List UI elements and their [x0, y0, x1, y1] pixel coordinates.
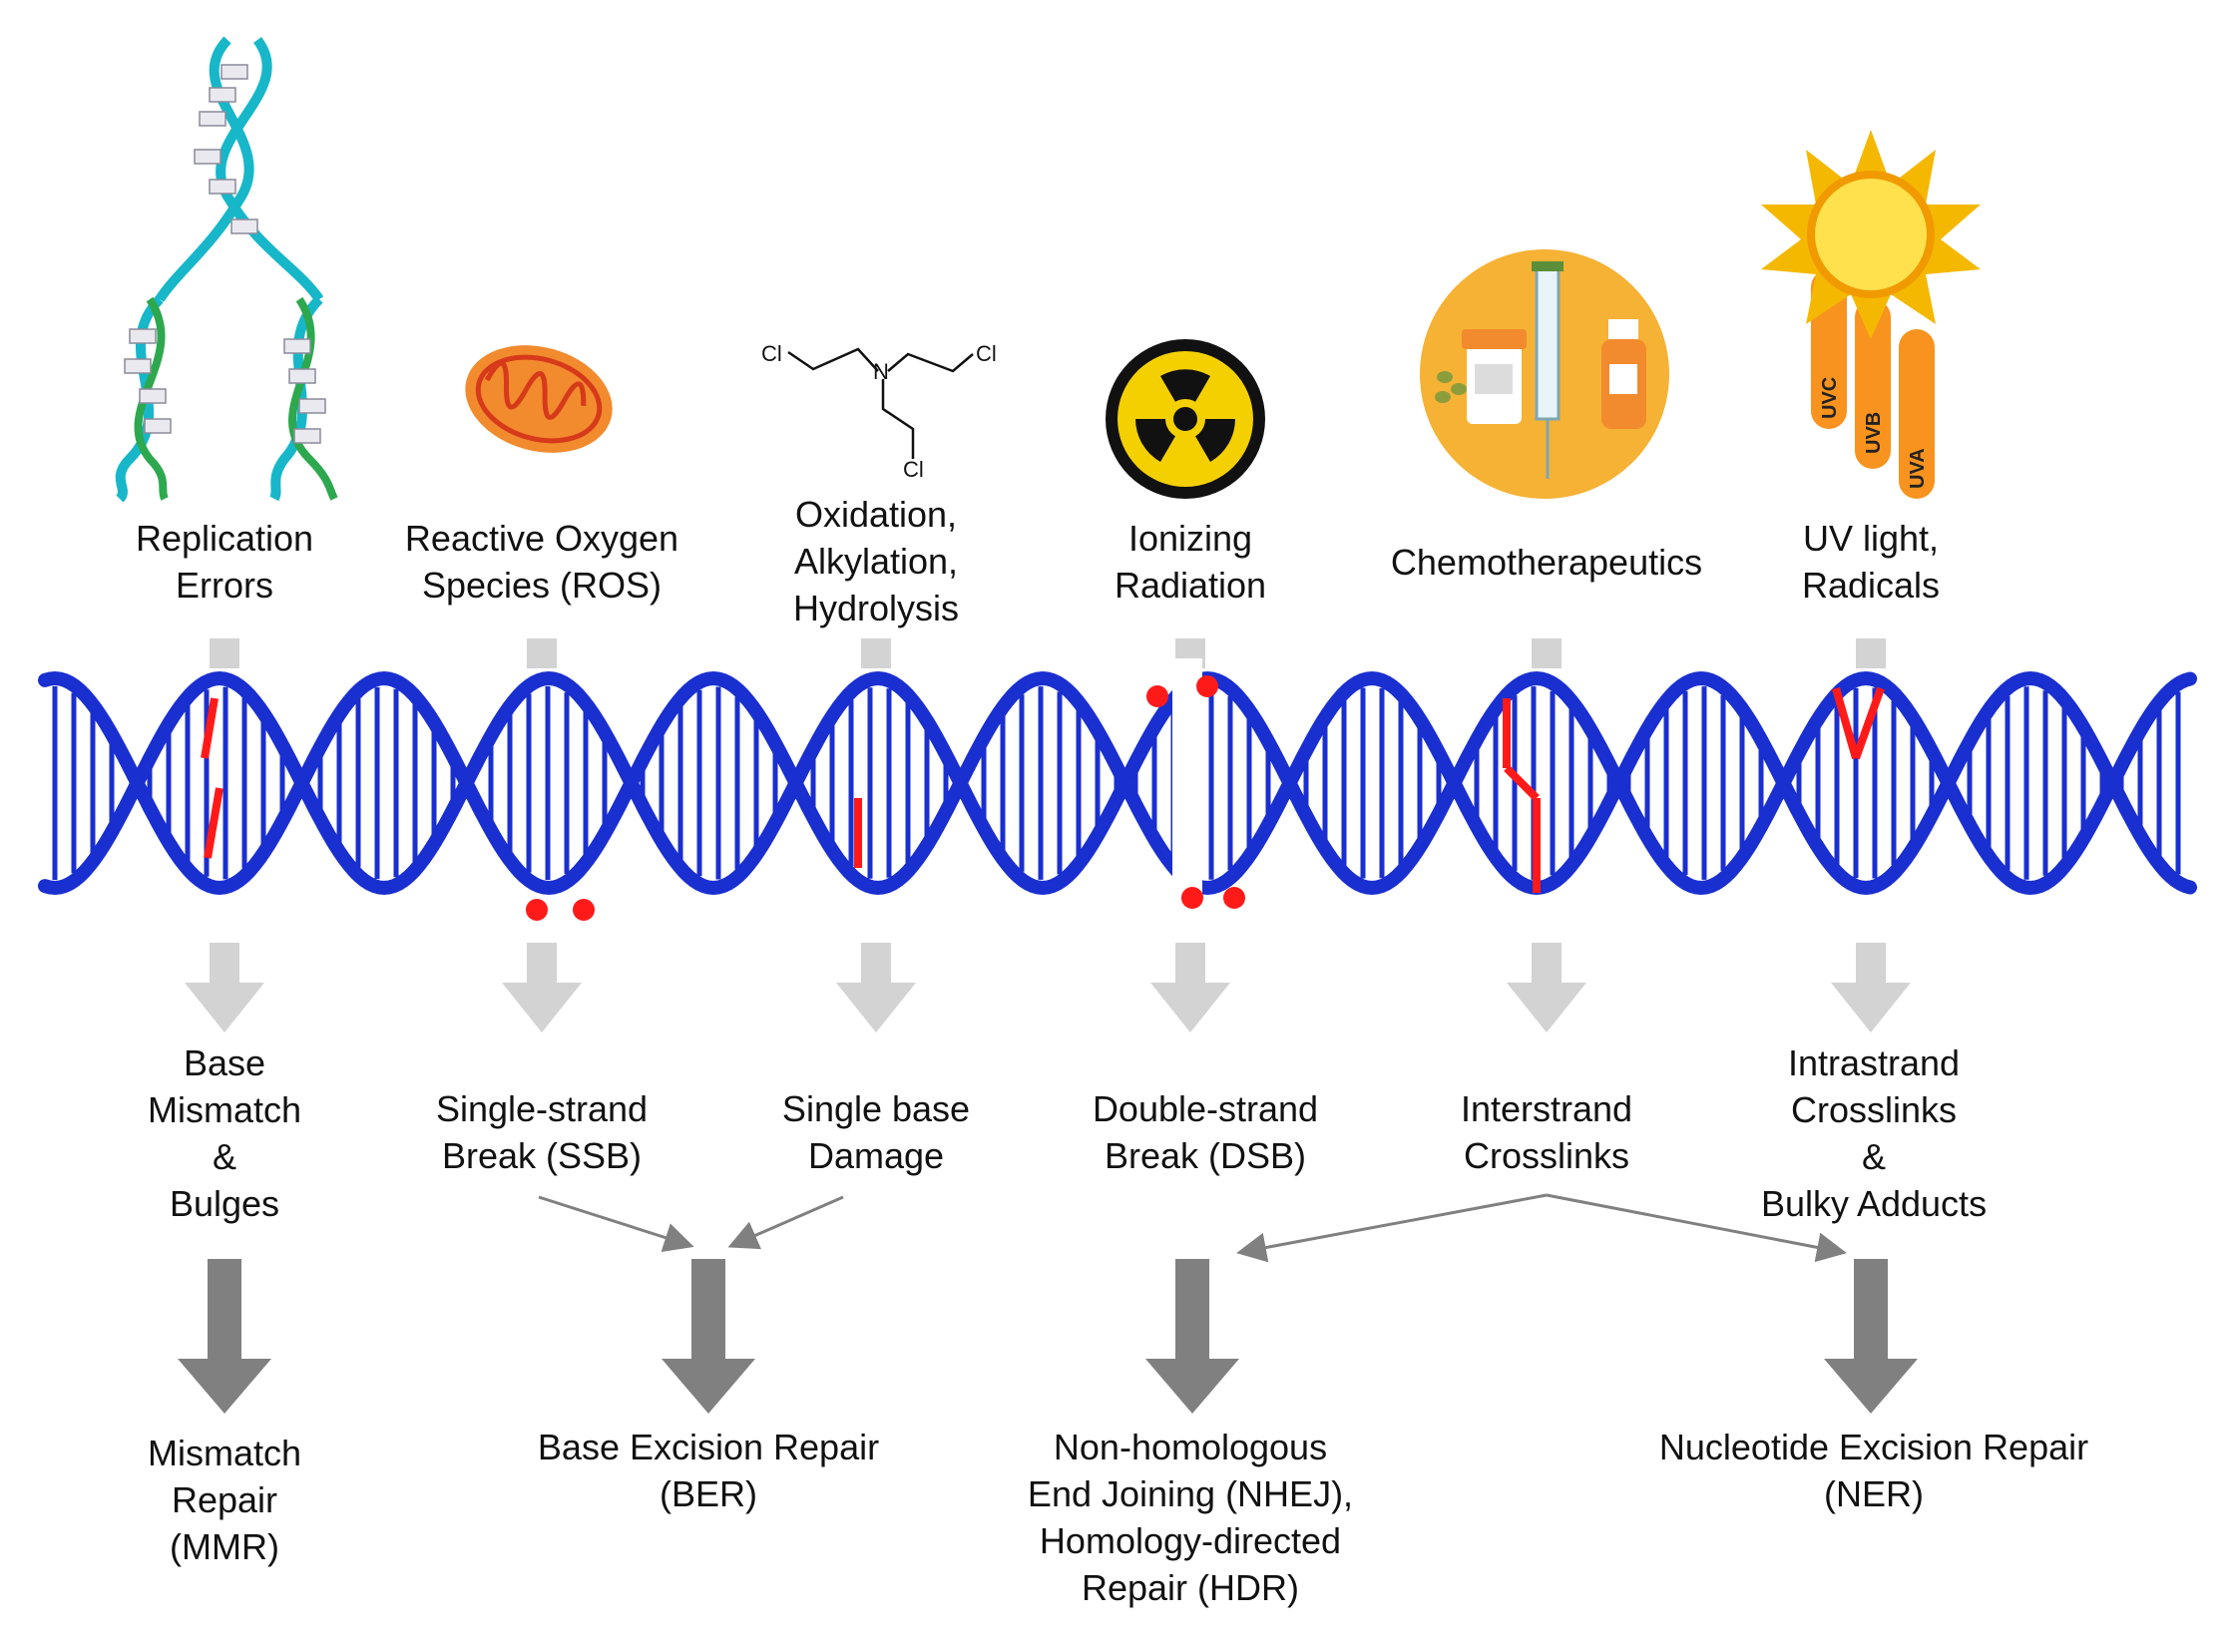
source-label-uv-radicals: UV light,Radicals [1801, 518, 1941, 606]
dsb-end-dot-2 [1196, 675, 1218, 697]
uvc-label: UVC [1819, 377, 1841, 419]
dark-arrows [178, 1259, 1918, 1414]
sun-uv-icon: UVC UVB UVA [1761, 130, 1981, 499]
source-label-oxidation: Oxidation,Alkylation,Hydrolysis [792, 494, 960, 628]
chlorine-label-3: Cl [903, 457, 924, 482]
uvb-label: UVB [1863, 412, 1885, 454]
intrastrand-mark-1 [1832, 686, 1860, 760]
dna-double-helix [38, 658, 2197, 921]
ssb-break-dot-2 [573, 899, 595, 921]
source-connector-bars [210, 638, 1886, 668]
chlorine-label-2: Cl [976, 341, 997, 366]
nitrogen-mustard-structure-icon: Cl N Cl Cl [761, 341, 997, 482]
thin-connector-arrows [538, 1193, 1847, 1263]
replication-fork-icon [115, 36, 338, 503]
nitrogen-label: N [873, 359, 889, 384]
intrastrand-mark-2 [1852, 686, 1885, 760]
uva-label: UVA [1907, 448, 1929, 489]
dna-strand-b [38, 670, 2197, 896]
mismatch-mark-1 [201, 697, 219, 759]
ssb-break-dot-1 [526, 899, 548, 921]
source-label-chemotherapeutics: Chemotherapeutics [1390, 542, 1703, 583]
dsb-gap [1172, 658, 1202, 918]
repair-label-ber: Base Excision Repair(BER) [537, 1427, 880, 1514]
mitochondrion-icon [465, 345, 613, 453]
radiation-icon [1106, 339, 1265, 499]
mismatch-mark-2 [204, 787, 224, 859]
repair-label-ner: Nucleotide Excision Repair(NER) [1658, 1427, 2089, 1514]
dsb-end-dot-4 [1223, 887, 1245, 909]
interstrand-crosslink-mark-2 [1504, 765, 1540, 801]
chemotherapeutics-icon [1420, 249, 1669, 499]
light-arrows [185, 943, 1911, 1032]
dna-strand-a [38, 670, 2197, 896]
dsb-end-dot-3 [1181, 887, 1203, 909]
chlorine-label-1: Cl [761, 341, 782, 366]
dsb-end-dot-1 [1146, 685, 1168, 707]
